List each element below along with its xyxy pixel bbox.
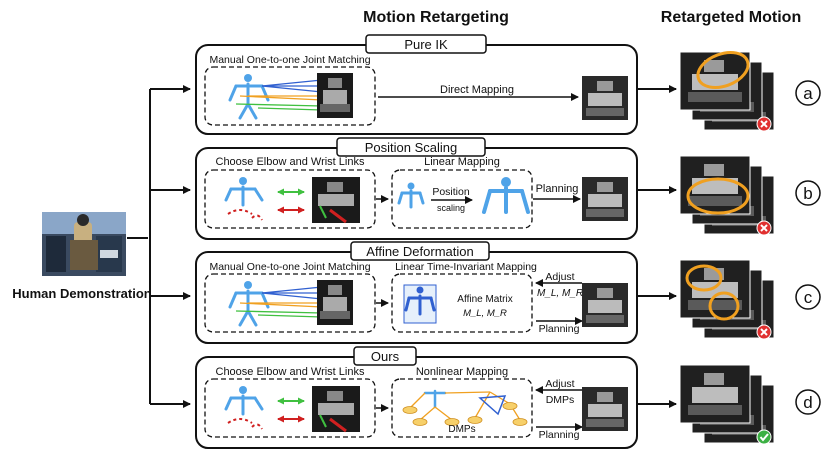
row-b-robot-red-trace bbox=[227, 209, 263, 221]
highlight-ring bbox=[708, 291, 740, 321]
row-a-stage1-label: Manual One-to-one Joint Matching bbox=[209, 54, 370, 66]
header-motion-retargeting: Motion Retargeting bbox=[363, 9, 509, 26]
row-c-match-lines bbox=[235, 286, 323, 318]
row-b-stage2-label: Linear Mapping bbox=[424, 156, 500, 168]
cross-badge-icon bbox=[756, 220, 772, 236]
robot-output-thumbnails bbox=[582, 76, 628, 431]
row-d-letter-badge: d bbox=[795, 389, 821, 415]
row-d-stage1-label: Choose Elbow and Wrist Links bbox=[216, 366, 365, 378]
row-d-adjust-sub: DMPs bbox=[546, 394, 575, 406]
row-a-container: Pure IK bbox=[195, 34, 638, 135]
row-d-adjust-label: Adjust bbox=[545, 378, 574, 390]
row-c-title: Affine Deformation bbox=[366, 244, 473, 259]
row-d-motion-stack bbox=[679, 364, 775, 445]
row-b-letter-badge: b bbox=[795, 180, 821, 206]
row-c-stage1-label: Manual One-to-one Joint Matching bbox=[209, 261, 370, 273]
human-demonstration-label: Human Demonstration bbox=[12, 286, 151, 301]
row-c-affine-symbols: M_L, M_R bbox=[463, 308, 507, 319]
row-a-robot-output-thumbnail bbox=[582, 76, 628, 120]
row-d-planning-label: Planning bbox=[539, 429, 580, 441]
row-c-stage2-label: Linear Time-Invariant Mapping bbox=[395, 261, 537, 273]
row-c-stage2-box bbox=[391, 273, 533, 333]
row-c-letter-badge: c bbox=[795, 284, 821, 310]
row-d-human-skeleton-icon bbox=[224, 386, 264, 416]
motion-frame bbox=[679, 364, 751, 424]
row-b-small-skeleton-icon bbox=[397, 182, 425, 209]
row-b-title: Position Scaling bbox=[365, 140, 458, 155]
row-d-title: Ours bbox=[371, 349, 400, 364]
row-d-stage1-box bbox=[204, 378, 376, 438]
row-b-stage1-box bbox=[204, 169, 376, 229]
header-retargeted-motion: Retargeted Motion bbox=[661, 9, 801, 26]
highlight-ring bbox=[686, 177, 750, 215]
row-d-container: Ours bbox=[195, 346, 638, 449]
motion-frame bbox=[679, 51, 751, 111]
row-d-stage2-box bbox=[391, 378, 533, 438]
row-b-robot-thumbnail bbox=[312, 177, 360, 224]
row-a-human-skeleton-icon bbox=[228, 74, 270, 120]
row-d-stage2-label: Nonlinear Mapping bbox=[416, 366, 508, 378]
row-a-match-lines bbox=[235, 79, 323, 111]
check-badge-icon bbox=[756, 429, 772, 445]
row-a-stage1-box bbox=[204, 66, 376, 126]
row-d-letter: d bbox=[803, 393, 812, 412]
row-d-robot-red-trace bbox=[227, 418, 263, 430]
row-d-robot-thumbnail bbox=[312, 386, 360, 433]
highlight-ring bbox=[696, 51, 750, 89]
row-c-human-skeleton-icon bbox=[228, 281, 270, 327]
row-b-stage1-label: Choose Elbow and Wrist Links bbox=[216, 156, 365, 168]
row-c-letter: c bbox=[804, 288, 813, 307]
row-b-scaling-label: scaling bbox=[437, 203, 465, 213]
row-c-robot-output-thumbnail bbox=[582, 283, 628, 327]
row-c-adjust-label: Adjust bbox=[545, 271, 574, 283]
row-b-robot-output-thumbnail bbox=[582, 177, 628, 221]
row-b-human-skeleton-icon bbox=[224, 177, 264, 207]
row-a-letter-badge: a bbox=[795, 80, 821, 106]
row-c-affine-skeleton-icon bbox=[403, 284, 437, 324]
row-c-motion-stack bbox=[679, 259, 775, 340]
row-c-affine-matrix-label: Affine Matrix bbox=[457, 294, 512, 305]
row-c-stage1-box bbox=[204, 273, 376, 333]
human-demonstration-photo bbox=[42, 212, 126, 276]
row-b-position-label: Position bbox=[432, 186, 470, 198]
row-c-adjust-sub: M_L, M_R bbox=[537, 288, 583, 299]
row-b-stage2-box bbox=[391, 169, 533, 229]
retargeted-motion-stacks bbox=[679, 51, 775, 445]
row-a-letter: a bbox=[803, 84, 813, 103]
row-d-robot-output-thumbnail bbox=[582, 387, 628, 431]
row-a-motion-stack bbox=[679, 51, 775, 132]
row-c-robot-thumbnail bbox=[317, 280, 353, 325]
branch-connector bbox=[127, 85, 191, 408]
row-a-robot-thumbnail bbox=[317, 73, 353, 118]
cross-badge-icon bbox=[756, 324, 772, 340]
cross-badge-icon bbox=[756, 116, 772, 132]
row-d-dmp-network-icon bbox=[402, 389, 528, 426]
row-d-dmps-label: DMPs bbox=[448, 424, 475, 435]
highlight-ring bbox=[685, 264, 723, 292]
row-c-planning-label: Planning bbox=[539, 323, 580, 335]
row-b-letter: b bbox=[803, 184, 812, 203]
row-b-large-skeleton-icon bbox=[482, 177, 530, 214]
row-a-direct-mapping-label: Direct Mapping bbox=[440, 84, 514, 96]
row-a-title: Pure IK bbox=[404, 37, 448, 52]
row-b-planning-label: Planning bbox=[536, 183, 579, 195]
row-b-motion-stack bbox=[679, 155, 775, 236]
